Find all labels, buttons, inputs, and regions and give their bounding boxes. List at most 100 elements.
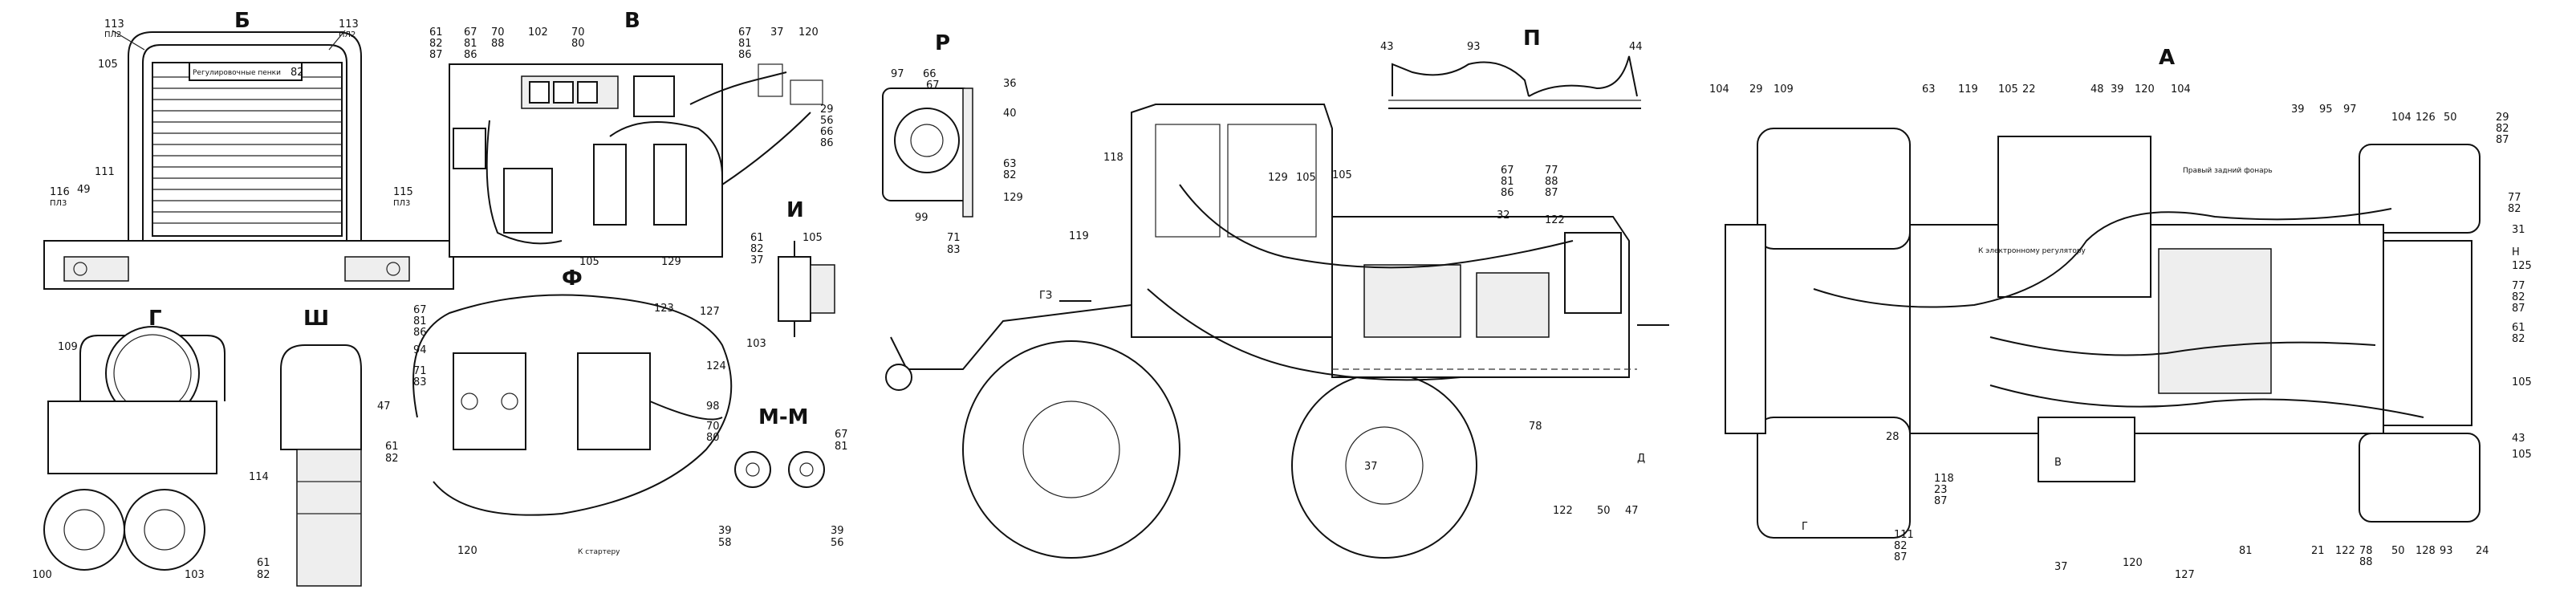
adjust-plate-text: Регулировочные пенки [193,69,281,77]
callout: 49 [77,184,91,196]
callout: 36 [1003,78,1017,90]
callout: 67 [835,429,848,441]
callout: 21 [2311,545,2325,557]
callout: 80 [706,432,720,444]
cab [1131,104,1333,338]
wheel-right [124,489,205,571]
callout: 77 [1545,165,1558,177]
callout: Д [1637,453,1645,465]
relay-k1 [503,168,553,234]
callout: 86 [738,49,752,61]
callout: 66 [820,126,834,138]
callout: 88 [1545,176,1558,188]
callout: 47 [377,401,391,413]
callout: 82 [750,243,764,255]
gauge-dial [894,108,960,173]
radiator [1564,232,1622,314]
callout: 83 [413,376,427,388]
callout: 105 [579,256,599,268]
view-b-rear: Б Регулировочные пенки 113 113 105 82 11… [43,9,454,290]
callout: 37 [770,26,784,39]
right-lamp [344,256,410,282]
callout: 58 [718,537,732,549]
callout: 67 [413,304,427,316]
relay-module [453,352,526,450]
callout: 23 [1934,484,1948,496]
callout: 119 [1958,83,1978,96]
callout: 67 [1501,165,1514,177]
callout: 105 [1332,169,1352,181]
callout: 113 [339,18,359,31]
callout: 24 [2476,545,2489,557]
callout: 103 [746,338,766,350]
right-cab-note: Правый задний фонарь [2183,167,2273,175]
callout: 70 [706,421,720,433]
callout: 43 [2512,433,2525,445]
view-a-title: А [2159,46,2175,70]
callout: 82 [1003,169,1017,181]
relay-k4 [633,75,675,117]
callout: 103 [185,569,205,581]
callout: 94 [413,344,427,356]
callout: 129 [1268,172,1288,184]
callout: 71 [413,365,427,377]
callout: 81 [1501,176,1514,188]
callout: 61 [2512,322,2525,334]
cab-roof [1997,136,2151,298]
callout: 47 [1625,505,1639,517]
callout: 81 [2239,545,2253,557]
view-mm-title: М-М [758,405,809,429]
callout: 104 [2171,83,2191,96]
callout: 63 [1003,158,1017,170]
starter-relay [577,352,651,450]
callout: 111 [1894,529,1914,541]
callout: 93 [2440,545,2453,557]
callout: 98 [706,401,720,413]
rear-wheel [962,340,1180,559]
callout: 37 [750,254,764,266]
callout: 81 [464,38,477,50]
rear-wheel-right [1757,417,1911,539]
tractor-side-view: 71 83 ГЗ 119 118 105 129 67 81 86 77 88 … [885,104,1669,559]
callout-sub: ПЛ3 [393,199,410,208]
left-lamp [63,256,129,282]
battery-box [2038,417,2135,482]
callout: 67 [738,26,752,39]
view-sh-title: Ш [303,307,329,331]
callout: 122 [1553,505,1573,517]
view-v-relay-panel: В 61 82 87 67 81 86 70 88 102 70 80 67 8… [429,9,834,268]
callout: 104 [1709,83,1729,96]
callout: 37 [1364,461,1378,473]
view-sh-bracket: Ш 47 61 82 61 82 [257,307,399,587]
callout: 109 [1774,83,1794,96]
mount-bracket [296,449,362,587]
callout: 82 [2512,291,2525,303]
view-p-hood-profile: П 43 93 44 [1380,26,1643,109]
callout: 116 [50,186,70,198]
callout: 99 [915,212,928,224]
callout: 129 [1003,192,1023,204]
callout: 97 [2343,104,2357,116]
callout: 39 [2111,83,2124,96]
front-wheel-left [2359,144,2481,234]
callout: 39 [2291,104,2305,116]
engine-block [1363,264,1461,338]
view-a-top: А К электронному регулятору Правый задни… [1709,46,2532,581]
callout: 119 [1069,230,1089,242]
callout: 37 [2054,561,2068,573]
callout: 122 [1545,214,1565,226]
callout: 63 [1922,83,1936,96]
view-b-title: Б [234,9,250,33]
callout: 124 [706,360,726,372]
wheel-left [43,489,125,571]
callout: 129 [661,256,681,268]
callout: 82 [257,569,270,581]
view-r-title: Р [935,31,950,55]
view-g-title: Г [148,307,162,331]
callout: 78 [2359,545,2373,557]
callout: 87 [1545,187,1558,199]
callout: 122 [2335,545,2355,557]
view-r-gauge: Р 97 66 36 67 40 63 82 129 99 [882,31,1023,224]
callout: 86 [1501,187,1514,199]
